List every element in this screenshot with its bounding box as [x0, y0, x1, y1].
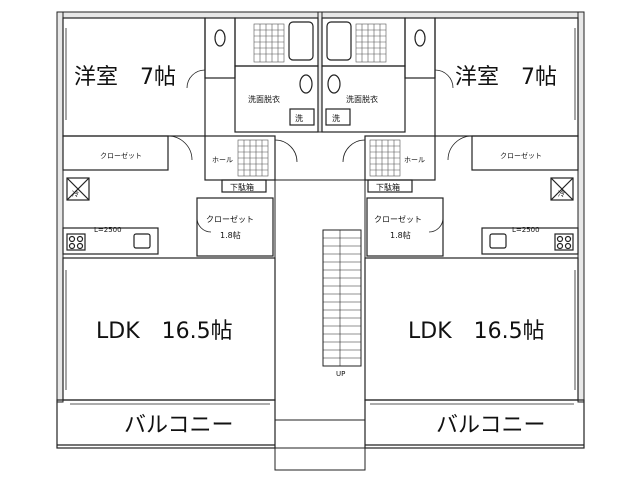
washer-box-right	[325, 108, 351, 126]
closet-left	[62, 135, 169, 171]
kitchen-length-right: L=2500	[512, 226, 540, 234]
kitchen-length-left: L=2500	[94, 226, 122, 234]
washer-box-left	[289, 108, 315, 126]
bath-tiles-right	[355, 23, 387, 63]
shoebox-label-left: 下駄箱	[230, 182, 254, 192]
closet-right	[471, 135, 579, 171]
fridge-label-left: 冷	[72, 189, 79, 198]
closet2-name-left: クローゼット	[206, 214, 254, 224]
entry-tiles-left	[237, 139, 269, 177]
shoebox-right	[367, 179, 413, 193]
shoebox-label-right: 下駄箱	[376, 182, 400, 192]
toilet-right	[404, 17, 436, 79]
kitchen-counter-left	[62, 227, 159, 255]
balcony-label-left: バルコニー	[124, 413, 234, 438]
bath-tiles-left	[253, 23, 285, 63]
stairs	[274, 179, 366, 471]
closet2-left	[196, 197, 274, 257]
balcony-label-right: バルコニー	[436, 413, 546, 438]
windows-right	[370, 28, 576, 405]
closet2-size-left: 1.8帖	[220, 230, 241, 240]
unit-left	[56, 17, 319, 449]
fridge-left	[66, 177, 90, 201]
closet2-name-right: クローゼット	[374, 214, 422, 224]
closet2-right	[366, 197, 444, 257]
closet2-size-right: 1.8帖	[390, 230, 411, 240]
washroom-right	[321, 65, 406, 133]
fridge-right	[550, 177, 574, 201]
washroom-left	[234, 65, 319, 133]
toilet-left	[204, 17, 236, 79]
bedroom-label-left: 洋室 7帖	[74, 65, 176, 90]
entry-tiles-right	[369, 139, 401, 177]
ldk-label-right: LDK 16.5帖	[408, 319, 545, 344]
hall-label-right: ホール	[404, 156, 425, 164]
windows-left	[65, 28, 270, 405]
ldk-label-left: LDK 16.5帖	[96, 319, 233, 344]
closet-label-left: クローゼット	[100, 151, 142, 160]
fridge-label-right: 冷	[558, 189, 565, 198]
toilet-bowl-right	[414, 29, 426, 47]
shoebox-left	[221, 179, 267, 193]
stairs-up-label: UP	[336, 370, 345, 378]
unit-right	[321, 17, 585, 449]
washroom-label-right: 洗面脱衣	[346, 94, 378, 104]
toilet-bowl-left	[214, 29, 226, 47]
washroom-label-left: 洗面脱衣	[248, 94, 280, 104]
kitchen-counter-right	[481, 227, 579, 255]
washer-label-left: 洗	[295, 113, 303, 123]
washer-label-right: 洗	[332, 113, 340, 123]
hall-label-left: ホール	[212, 156, 233, 164]
bedroom-label-right: 洋室 7帖	[455, 65, 557, 90]
closet-label-right: クローゼット	[500, 151, 542, 160]
